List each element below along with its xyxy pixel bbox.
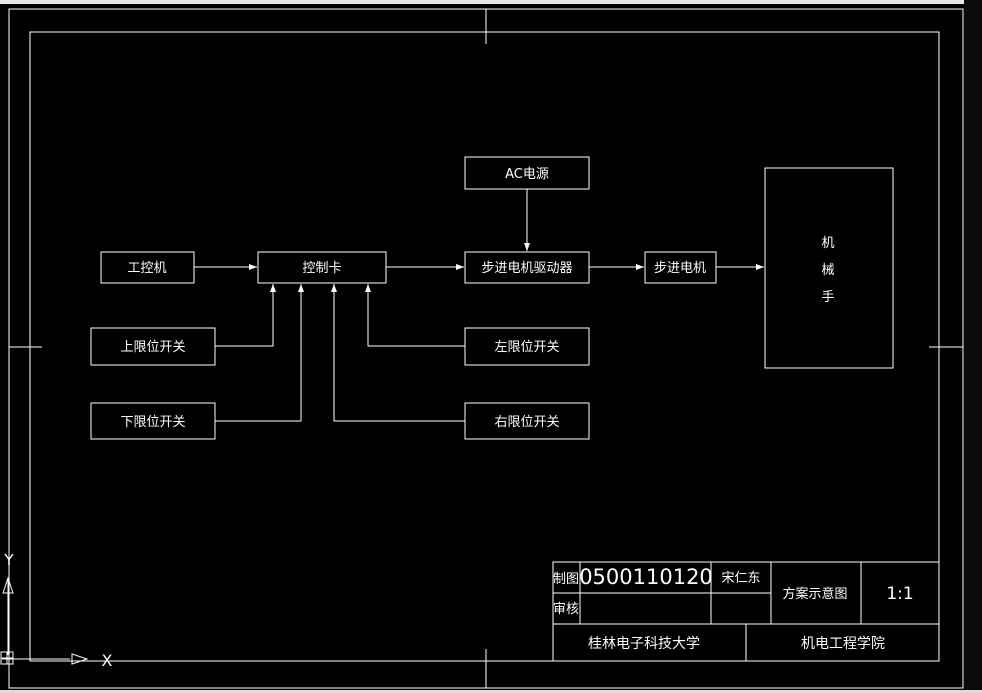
right-limit-label: 右限位开关 (494, 415, 559, 430)
college-name: 机电工程学院 (801, 636, 885, 652)
stepper-motor-label: 步进电机 (654, 261, 706, 276)
drawing-title: 方案示意图 (782, 586, 847, 602)
drawing-number: 0500110120 (579, 565, 713, 589)
arrow-upper-limit-to-card (215, 284, 276, 347)
connectors (194, 189, 764, 422)
arrow-left-limit-to-card (365, 284, 465, 347)
window-top-edge (0, 0, 982, 4)
ac-power-label: AC电源 (505, 167, 549, 182)
left-limit-label: 左限位开关 (494, 340, 559, 355)
control-card-label: 控制卡 (302, 261, 341, 276)
manipulator-box[interactable] (764, 167, 894, 369)
manipulator-label-3: 手 (821, 290, 834, 305)
block-boxes (90, 156, 894, 440)
title-block-text: 制图 0500110120 宋仁东 审核 方案示意图 1:1 桂林电子科技大学 … (553, 565, 914, 652)
drawn-by-label: 制图 (553, 572, 579, 587)
arrow-right-limit-to-card (331, 284, 465, 422)
drawing-scale: 1:1 (886, 584, 913, 604)
manipulator-label-2: 械 (821, 263, 834, 278)
review-label: 审核 (553, 602, 579, 617)
ucs-icon (0, 576, 89, 665)
drawer-name: 宋仁东 (721, 571, 760, 586)
lower-limit-label: 下限位开关 (120, 415, 185, 430)
manipulator-label-1: 机 (821, 236, 834, 251)
upper-limit-label: 上限位开关 (120, 340, 185, 355)
university-name: 桂林电子科技大学 (588, 636, 700, 652)
block-labels: AC电源 工控机 控制卡 步进电机驱动器 步进电机 机 械 手 上限位开关 下限… (120, 167, 834, 430)
window-bottom-edge (0, 690, 982, 693)
arrow-lower-limit-to-card (215, 284, 304, 422)
scrollbar-area[interactable] (964, 0, 982, 693)
ucs-x-label: X (102, 651, 113, 670)
ucs-y-label: Y (3, 551, 14, 569)
title-block (552, 561, 940, 662)
drawing-frame (8, 8, 964, 689)
stepper-driver-label: 步进电机驱动器 (481, 261, 572, 276)
ipc-label: 工控机 (127, 261, 166, 276)
